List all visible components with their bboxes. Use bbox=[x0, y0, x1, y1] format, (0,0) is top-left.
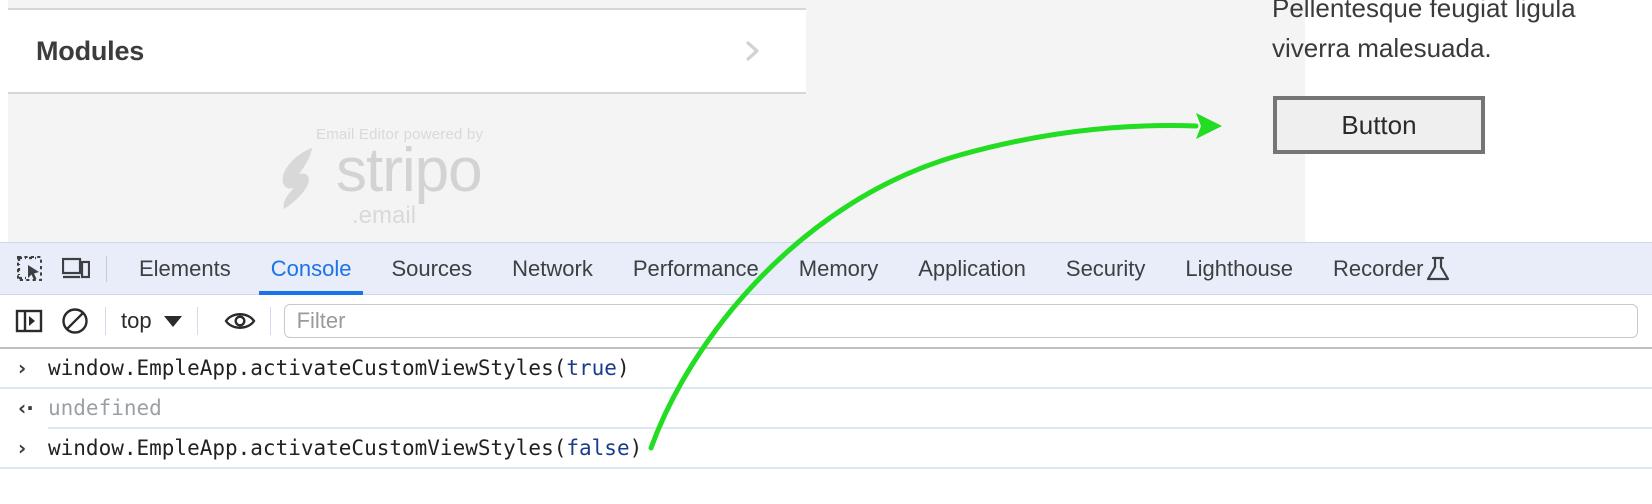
tab-label: Sources bbox=[391, 255, 473, 281]
inspect-element-icon[interactable] bbox=[12, 251, 48, 287]
console-suffix: ) bbox=[629, 436, 643, 460]
execution-context-selector[interactable]: top bbox=[119, 308, 184, 334]
tab-lighthouse[interactable]: Lighthouse bbox=[1165, 243, 1313, 295]
console-output-marker: ‹· bbox=[18, 396, 34, 420]
tab-performance[interactable]: Performance bbox=[613, 243, 779, 295]
tab-label: Application bbox=[918, 255, 1026, 281]
content-paragraph: Pellentesque feugiat ligula viverra male… bbox=[1272, 0, 1576, 63]
device-toolbar-icon[interactable] bbox=[58, 251, 94, 287]
tab-label: Lighthouse bbox=[1185, 255, 1294, 281]
tab-label: Network bbox=[512, 255, 593, 281]
tab-recorder[interactable]: Recorder bbox=[1313, 243, 1469, 295]
tab-memory[interactable]: Memory bbox=[779, 243, 898, 295]
chevron-right-icon[interactable] bbox=[742, 40, 764, 62]
email-editor-stage: Modules Email Editor powered by stripo .… bbox=[0, 0, 1652, 242]
tab-elements[interactable]: Elements bbox=[119, 243, 251, 295]
console-filter-input[interactable]: Filter bbox=[283, 304, 1638, 338]
toolbar-divider bbox=[196, 307, 198, 335]
console-row[interactable]: › window.EmpleApp.activateCustomViewStyl… bbox=[0, 429, 1652, 469]
console-row-text: window.EmpleApp.activateCustomViewStyles… bbox=[48, 356, 630, 380]
chevron-down-icon bbox=[163, 315, 182, 327]
console-suffix: ) bbox=[616, 356, 630, 380]
toolbar-divider bbox=[105, 307, 106, 335]
console-input-marker: › bbox=[18, 356, 27, 380]
clear-console-icon[interactable] bbox=[58, 304, 92, 338]
tab-label: Recorder bbox=[1333, 255, 1424, 281]
tab-application[interactable]: Application bbox=[898, 243, 1046, 295]
tab-label: Console bbox=[270, 255, 352, 281]
console-expression: window.EmpleApp.activateCustomViewStyles… bbox=[48, 436, 567, 460]
tab-console[interactable]: Console bbox=[251, 243, 372, 295]
console-row-text: undefined bbox=[48, 396, 162, 420]
console-input-marker: › bbox=[18, 436, 27, 460]
console-log-list: › window.EmpleApp.activateCustomViewStyl… bbox=[0, 349, 1652, 469]
console-toolbar: top Filter bbox=[0, 295, 1652, 349]
modules-panel-title: Modules bbox=[36, 35, 145, 66]
tab-label: Security bbox=[1065, 255, 1146, 281]
tab-label: Performance bbox=[632, 255, 759, 281]
tab-label: Memory bbox=[798, 255, 879, 281]
tab-network[interactable]: Network bbox=[492, 243, 613, 295]
execution-context-value: top bbox=[121, 308, 152, 333]
console-sidebar-icon[interactable] bbox=[12, 304, 46, 338]
console-row-text: window.EmpleApp.activateCustomViewStyles… bbox=[48, 436, 642, 460]
toolbar-divider bbox=[269, 307, 271, 335]
flask-icon bbox=[1426, 256, 1450, 282]
console-row[interactable]: › window.EmpleApp.activateCustomViewStyl… bbox=[0, 349, 1652, 389]
tab-sources[interactable]: Sources bbox=[371, 243, 492, 295]
tabbar-divider bbox=[106, 255, 107, 282]
tab-security[interactable]: Security bbox=[1046, 243, 1165, 295]
modules-panel[interactable]: Modules bbox=[8, 8, 806, 94]
console-row[interactable]: ‹· undefined bbox=[0, 389, 1652, 429]
console-keyword: true bbox=[566, 356, 617, 380]
devtools-tabbar: Elements Console Sources Network Perform… bbox=[0, 243, 1652, 295]
console-keyword: false bbox=[566, 436, 630, 460]
live-expression-eye-icon[interactable] bbox=[223, 304, 257, 338]
console-expression: window.EmpleApp.activateCustomViewStyles… bbox=[48, 356, 567, 380]
content-cta-button[interactable]: Button bbox=[1273, 96, 1485, 154]
filter-placeholder: Filter bbox=[296, 308, 346, 333]
email-content-panel: Pellentesque feugiat ligula viverra male… bbox=[1272, 0, 1652, 242]
tab-label: Elements bbox=[139, 255, 231, 281]
devtools-panel: Elements Console Sources Network Perform… bbox=[0, 242, 1652, 504]
